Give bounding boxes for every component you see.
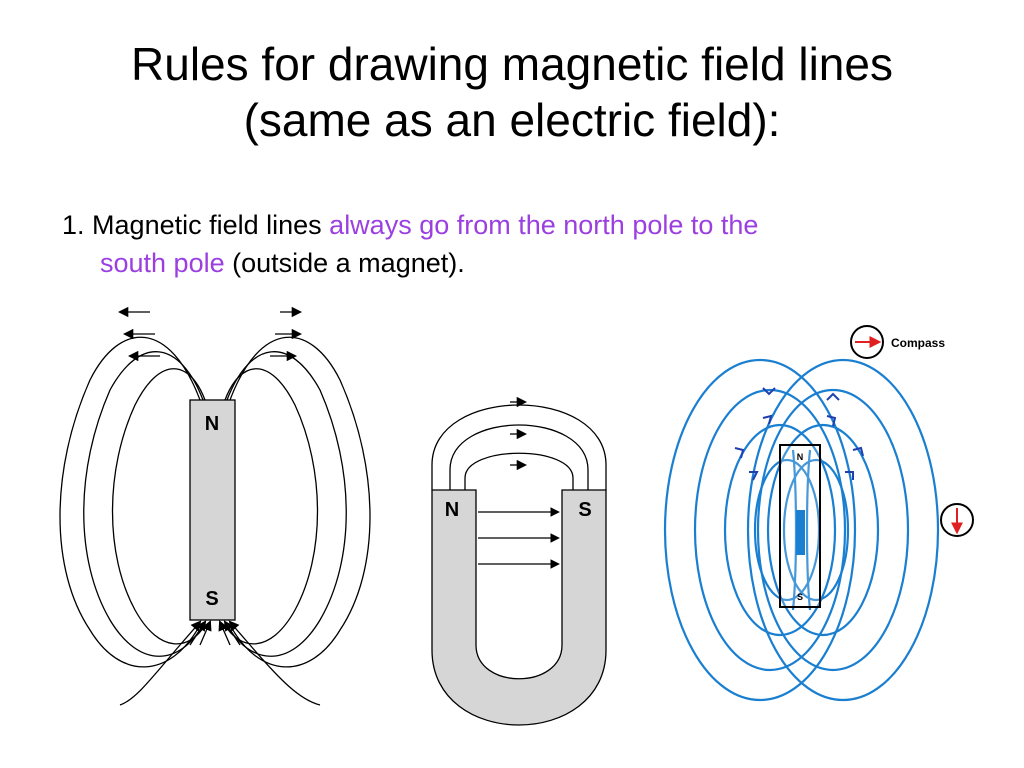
horseshoe-field-inner <box>464 452 574 490</box>
bullet-number: 1. <box>62 210 85 240</box>
compass-magnet-core <box>796 510 805 555</box>
field-line-inner-left <box>111 368 206 645</box>
compass-field-line-right-3 <box>766 423 880 637</box>
compass-field-line-left-1 <box>663 358 857 702</box>
horseshoe-field-mid <box>449 424 589 490</box>
slide-title: Rules for drawing magnetic field lines (… <box>0 36 1024 148</box>
bar-magnet-diagram: N S <box>59 306 371 706</box>
title-line-2: (same as an electric field): <box>243 94 781 146</box>
compass-legend: Compass <box>850 325 945 359</box>
bullet-text-highlight-2: south pole <box>100 248 225 278</box>
field-line-mid-left <box>83 351 204 657</box>
horseshoe-north-label: N <box>445 499 459 521</box>
compass-field-line-left-3 <box>723 423 837 637</box>
compass-legend-label: Compass <box>891 336 945 350</box>
compass-field-line-right-2 <box>756 388 910 672</box>
bullet-second-line: south pole (outside a magnet). <box>62 244 962 282</box>
bullet-text-plain-1: Magnetic field lines <box>92 210 330 240</box>
bar-magnet-body <box>189 399 236 621</box>
compass-field-line-right-1 <box>746 358 940 702</box>
compass-needle-south <box>940 503 974 537</box>
rule-bullet-1: 1. Magnetic field lines always go from t… <box>62 206 962 282</box>
horseshoe-magnet-diagram: N S <box>431 396 607 726</box>
horseshoe-south-label: S <box>578 499 591 521</box>
field-line-outer-right <box>229 336 371 668</box>
compass-field-line-right-4 <box>782 458 850 602</box>
bar-magnet-north-label: N <box>205 413 219 435</box>
bullet-text-plain-2: (outside a magnet). <box>224 248 465 278</box>
compass-magnet-north-label: N <box>797 452 804 462</box>
compass-field-diagram: N S Compass <box>663 325 974 702</box>
horseshoe-magnet-body <box>431 489 607 726</box>
compass-magnet-south-label: S <box>797 592 803 602</box>
field-line-mid-right <box>226 351 347 657</box>
field-line-inner-right <box>224 368 319 645</box>
field-line-outer-left <box>59 336 201 668</box>
bullet-text-highlight-1: always go from the north pole to the <box>329 210 759 240</box>
compass-field-line-left-2 <box>693 388 847 672</box>
bar-magnet-south-label: S <box>205 588 218 610</box>
title-line-1: Rules for drawing magnetic field lines <box>131 38 893 90</box>
